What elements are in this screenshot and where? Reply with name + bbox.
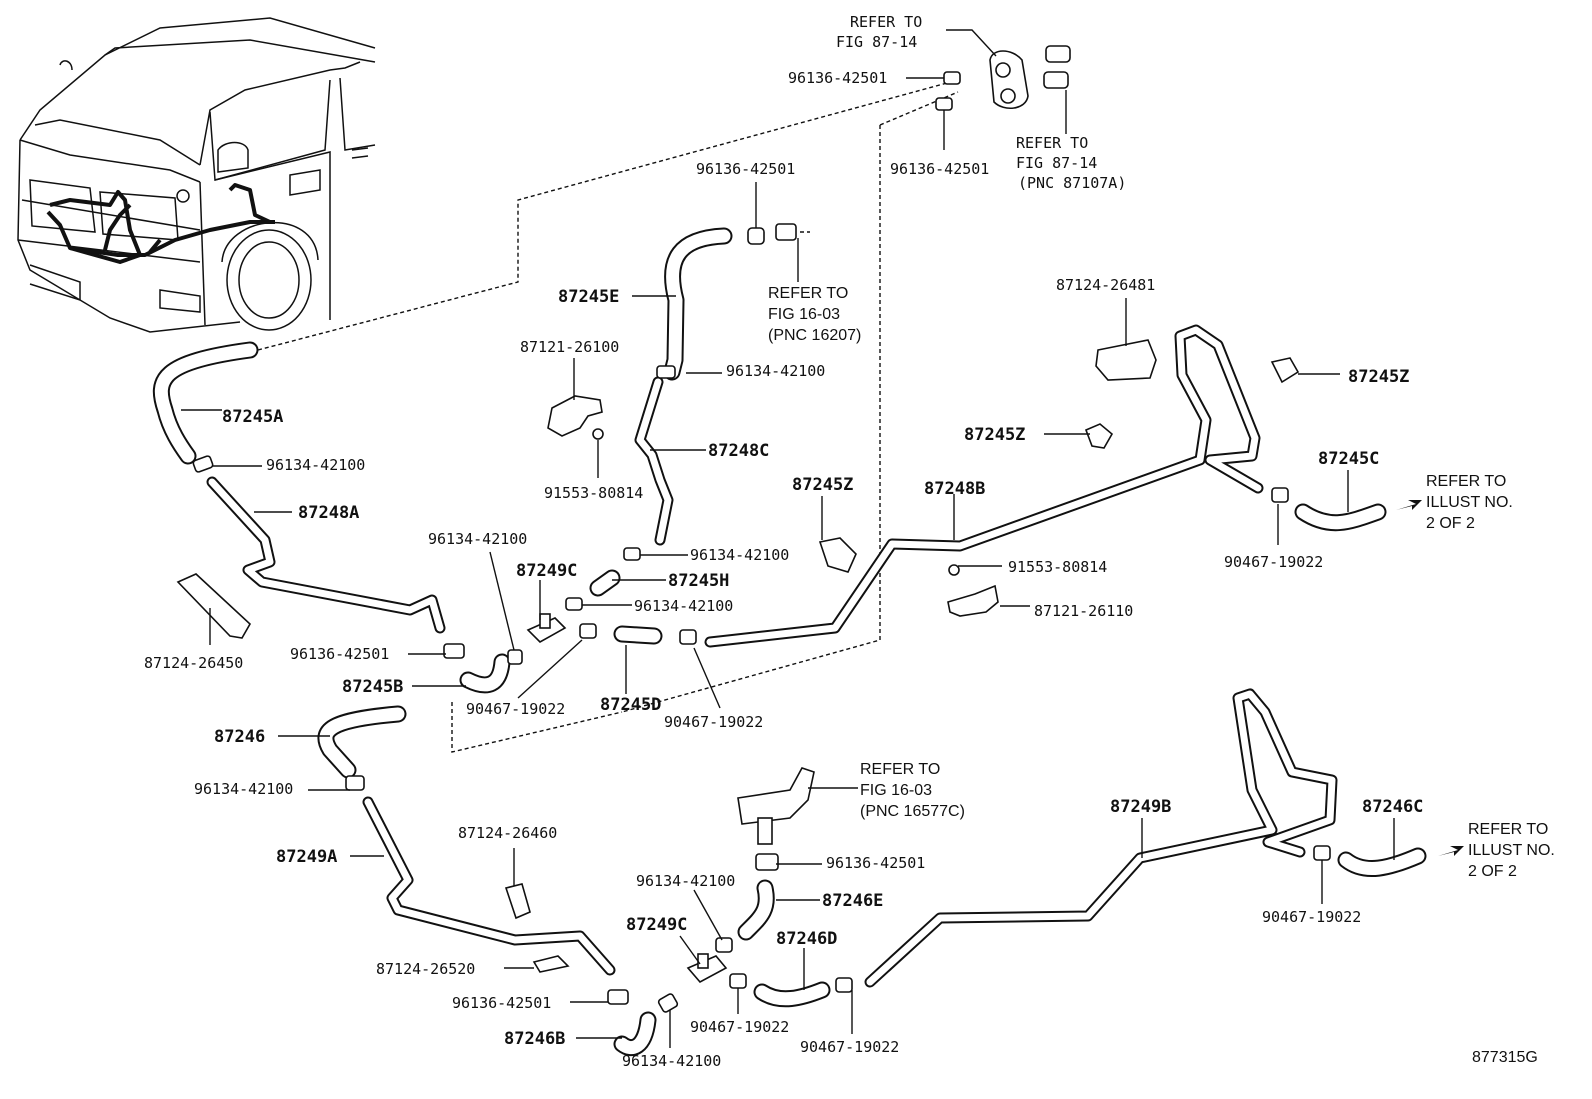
part-number: 87124-26520 (376, 960, 475, 978)
label-87245Z: 87245Z (792, 475, 853, 495)
hose-87245C (1294, 503, 1387, 532)
label-87245Z: 87245Z (964, 425, 1025, 445)
part-number: 90467-19022 (1262, 908, 1361, 926)
label-87245Z: 87245Z (1348, 367, 1409, 387)
pipe-87248B (704, 324, 1264, 648)
part-number: 96134-42100 (634, 597, 733, 615)
part-number: 96136-42501 (890, 160, 989, 178)
label-87249C: 87249C (516, 561, 577, 581)
label-87245E: 87245E (558, 287, 619, 307)
part-number: 87124-26460 (458, 824, 557, 842)
hose-87245A (152, 341, 259, 465)
part-number: 90467-19022 (800, 1038, 899, 1056)
part-number: 87124-26450 (144, 654, 243, 672)
hose-87245H (589, 569, 621, 597)
part-number: 96134-42100 (636, 872, 735, 890)
part-number: 96134-42100 (428, 530, 527, 548)
pipe-87249A (362, 796, 616, 976)
label-87249B: 87249B (1110, 797, 1171, 817)
label-87248A: 87248A (298, 503, 359, 523)
label-87249A: 87249A (276, 847, 337, 867)
label-87245A: 87245A (222, 407, 283, 427)
arrow-icon (1438, 846, 1464, 856)
label-87246B: 87246B (504, 1029, 565, 1049)
part-number: 90467-19022 (664, 713, 763, 731)
part-number: 96136-42501 (826, 854, 925, 872)
reference-note: REFER TO FIG 87-14 (836, 13, 931, 51)
label-87245C: 87245C (1318, 449, 1379, 469)
hose-87245E (663, 227, 733, 381)
part-number: 87121-26110 (1034, 602, 1133, 620)
label-87246: 87246 (214, 727, 265, 747)
clamps (192, 71, 1331, 1013)
vehicle-illustration (17, 17, 376, 333)
pipe-87249B (864, 688, 1338, 988)
part-number: 90467-19022 (1224, 553, 1323, 571)
part-number: 96134-42100 (194, 780, 293, 798)
part-number: 96136-42501 (452, 994, 551, 1012)
part-number: 96134-42100 (266, 456, 365, 474)
label-87246E: 87246E (822, 891, 883, 911)
part-number-labels: 96136-42501 96136-42501 96136-42501 9613… (144, 69, 1361, 1070)
part-number: 90467-19022 (690, 1018, 789, 1036)
arrow-icon (1396, 500, 1422, 510)
hose-87245B (459, 653, 511, 694)
part-number: 96136-42501 (290, 645, 389, 663)
label-87248C: 87248C (708, 441, 769, 461)
label-87245B: 87245B (342, 677, 403, 697)
reference-notes: REFER TO FIG 87-14 REFER TO FIG 87-14 (P… (768, 13, 1559, 880)
label-87245H: 87245H (668, 571, 729, 591)
leader-lines (181, 29, 1395, 1048)
pipe-87248A (206, 476, 446, 634)
part-number: 87121-26100 (520, 338, 619, 356)
label-87249C: 87249C (626, 915, 687, 935)
label-87248B: 87248B (924, 479, 985, 499)
part-number: 96134-42100 (622, 1052, 721, 1070)
dashed-reference-lines (257, 79, 959, 753)
reference-note: REFER TO ILLUST NO. 2 OF 2 (1468, 821, 1559, 880)
hose-87246 (317, 705, 407, 779)
part-number: 90467-19022 (466, 700, 565, 718)
part-number: 96136-42501 (788, 69, 887, 87)
hose-87246B (613, 1011, 657, 1057)
diagram-id: 877315G (1472, 1049, 1538, 1066)
label-87246D: 87246D (776, 929, 837, 949)
reference-note: REFER TO ILLUST NO. 2 OF 2 (1426, 473, 1517, 532)
part-number: 96136-42501 (696, 160, 795, 178)
hose-87245D (613, 625, 663, 645)
reference-note: REFER TO FIG 16-03 (PNC 16577C) (860, 761, 965, 820)
part-number: 91553-80814 (544, 484, 643, 502)
part-number: 87124-26481 (1056, 276, 1155, 294)
reference-note: REFER TO FIG 87-14 (PNC 87107A) (1016, 134, 1126, 192)
hose-87246D (753, 981, 831, 1008)
label-87246C: 87246C (1362, 797, 1423, 817)
hose-87246C (1337, 847, 1427, 877)
reference-note: REFER TO FIG 16-03 (PNC 16207) (768, 285, 861, 344)
part-number: 96134-42100 (690, 546, 789, 564)
part-number: 96134-42100 (726, 362, 825, 380)
pipe-87248C (634, 376, 674, 546)
part-number: 91553-80814 (1008, 558, 1107, 576)
joints-and-brackets (176, 45, 1300, 984)
label-87245D: 87245D (600, 695, 661, 715)
hose-87246E (737, 879, 775, 941)
callout-labels: 87245E 87245A 87248A 87248C 87249C 87245… (214, 287, 1423, 1049)
